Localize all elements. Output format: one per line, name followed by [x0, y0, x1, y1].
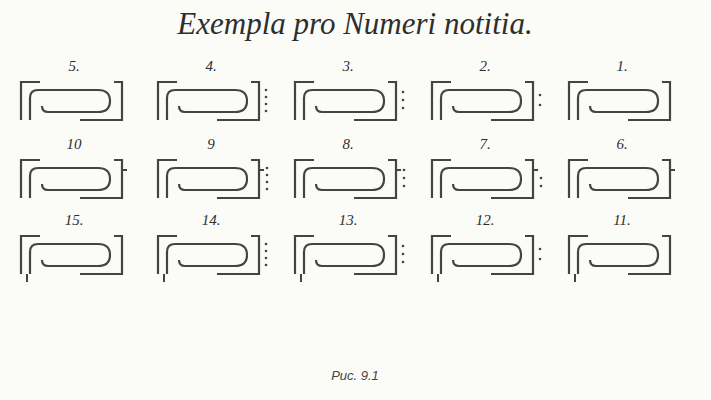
numeral-glyph — [158, 160, 268, 198]
numeral-glyph — [569, 82, 670, 120]
numeral-glyph — [295, 82, 404, 120]
numeral-label: 12. — [476, 212, 495, 229]
figure-caption: Рис. 9.1 — [331, 368, 379, 383]
numeral-label: 1. — [616, 58, 627, 75]
numeral-glyph — [158, 82, 267, 120]
numeral-label: 5. — [68, 58, 79, 75]
numeral-glyph — [432, 82, 541, 120]
numeral-label: 8. — [342, 136, 353, 153]
numeral-glyph — [569, 160, 675, 198]
numeral-glyph — [21, 160, 127, 198]
numeral-label: 4. — [205, 58, 216, 75]
numeral-glyph — [432, 236, 541, 282]
diagram-title: Exempla pro Numeri notitia. — [177, 6, 532, 42]
numeral-label: 15. — [65, 212, 84, 229]
numeral-glyph — [295, 160, 405, 198]
numeral-label: 13. — [339, 212, 358, 229]
numeral-glyph — [21, 236, 122, 282]
numeral-label: 7. — [479, 136, 490, 153]
numeral-label: 11. — [613, 212, 631, 229]
numeral-glyph — [569, 236, 670, 282]
numeral-label: 10 — [67, 136, 82, 153]
numeral-label: 14. — [202, 212, 221, 229]
numeral-label: 6. — [616, 136, 627, 153]
numeral-label: 3. — [342, 58, 353, 75]
numeral-glyph — [158, 236, 267, 282]
numeral-glyph — [432, 160, 542, 198]
numeral-glyph — [295, 236, 404, 282]
numeral-label: 2. — [479, 58, 490, 75]
numeral-label: 9 — [207, 136, 215, 153]
numeral-glyph — [21, 82, 122, 120]
